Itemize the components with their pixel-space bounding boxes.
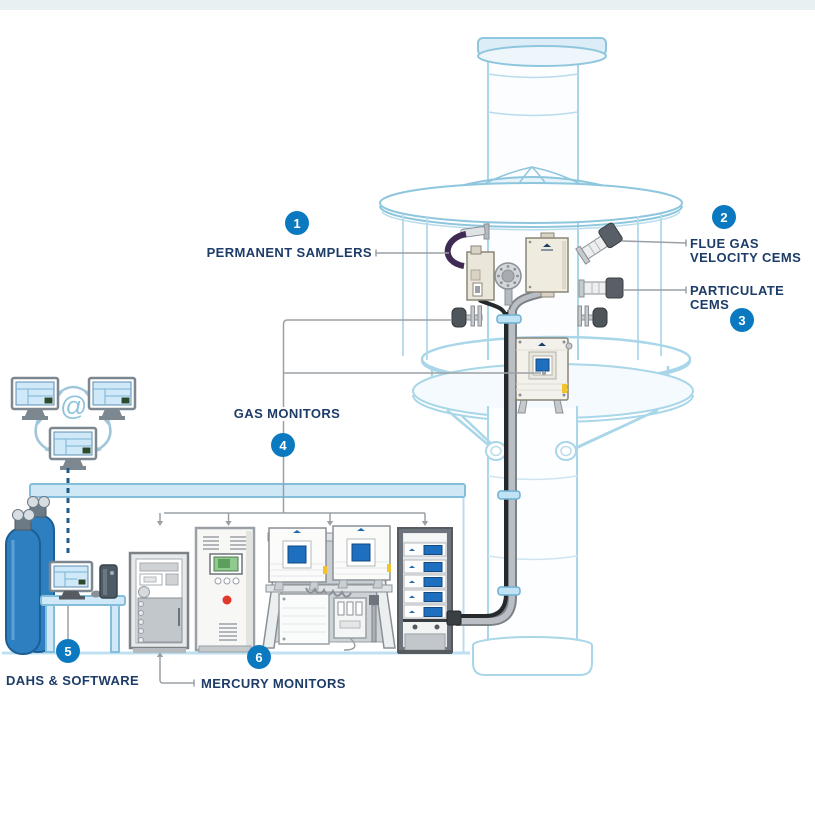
rack-unit xyxy=(403,589,447,604)
rack-unit xyxy=(403,604,447,619)
stack-flange xyxy=(494,262,522,306)
badge-flue-gas-velocity-cems: 2 xyxy=(712,205,736,229)
stack-port-left xyxy=(451,305,483,328)
label-mercury-monitors: MERCURY MONITORS xyxy=(201,676,346,691)
controller-unit xyxy=(333,597,367,651)
top-strip xyxy=(0,0,815,10)
pc-tower-icon xyxy=(99,564,118,599)
equipment-shelter xyxy=(2,483,470,655)
rack-unit xyxy=(403,574,447,589)
badge-particulate-cems: 3 xyxy=(730,308,754,332)
gas-analyzer-unit xyxy=(268,527,327,591)
umbilical-cable xyxy=(446,287,549,626)
mouse-icon xyxy=(91,590,101,598)
monitor-icon xyxy=(87,376,137,420)
instrument-rack xyxy=(397,527,453,654)
rack-unit xyxy=(403,542,447,557)
sample-hose xyxy=(444,231,467,269)
badge-dahs-software: 5 xyxy=(56,639,80,663)
monitor-icon xyxy=(48,426,98,470)
cable-clamp xyxy=(497,490,521,500)
platform-analyzer xyxy=(515,337,573,414)
label-particulate-cems: PARTICULATE CEMS xyxy=(690,283,785,312)
desktop-monitor-icon xyxy=(48,560,94,600)
stack-lower-column xyxy=(446,406,659,676)
monitor-icon xyxy=(10,376,60,420)
enclosure-walls xyxy=(402,214,662,360)
test-bench xyxy=(262,525,396,651)
cable-connector xyxy=(446,610,462,626)
connector-lines xyxy=(159,239,687,687)
connector-arrowheads xyxy=(156,521,429,657)
wall-mounted-analyzer xyxy=(525,232,569,298)
particulate-probe xyxy=(578,277,624,299)
cable-clamp xyxy=(496,314,522,324)
at-symbol: @ xyxy=(60,391,88,421)
velocity-probe xyxy=(575,222,623,265)
label-dahs-software: DAHS & SOFTWARE xyxy=(6,673,140,688)
exhaust-dome xyxy=(379,166,683,231)
cable-clamp xyxy=(497,586,521,596)
label-gas-monitors: GAS MONITORS xyxy=(214,407,360,421)
workstation-desk xyxy=(40,560,126,653)
mercury-monitor-cabinet xyxy=(128,551,190,653)
stack-port-right xyxy=(577,305,608,328)
badge-permanent-samplers: 1 xyxy=(285,211,309,235)
network-monitors xyxy=(10,376,137,558)
badge-mercury-monitors: 6 xyxy=(247,645,271,669)
label-permanent-samplers: PERMANENT SAMPLERS xyxy=(206,245,372,260)
label-flue-gas-velocity-cems: FLUE GAS VELOCITY CEMS xyxy=(690,236,802,265)
rack-unit xyxy=(403,559,447,574)
analyzer-cabinet xyxy=(194,526,256,653)
permanent-sampler-unit xyxy=(444,223,495,301)
gas-analyzer-unit xyxy=(332,525,391,589)
probe-wand xyxy=(369,595,379,643)
badge-gas-monitors: 4 xyxy=(271,433,295,457)
alarm-led xyxy=(222,595,232,605)
